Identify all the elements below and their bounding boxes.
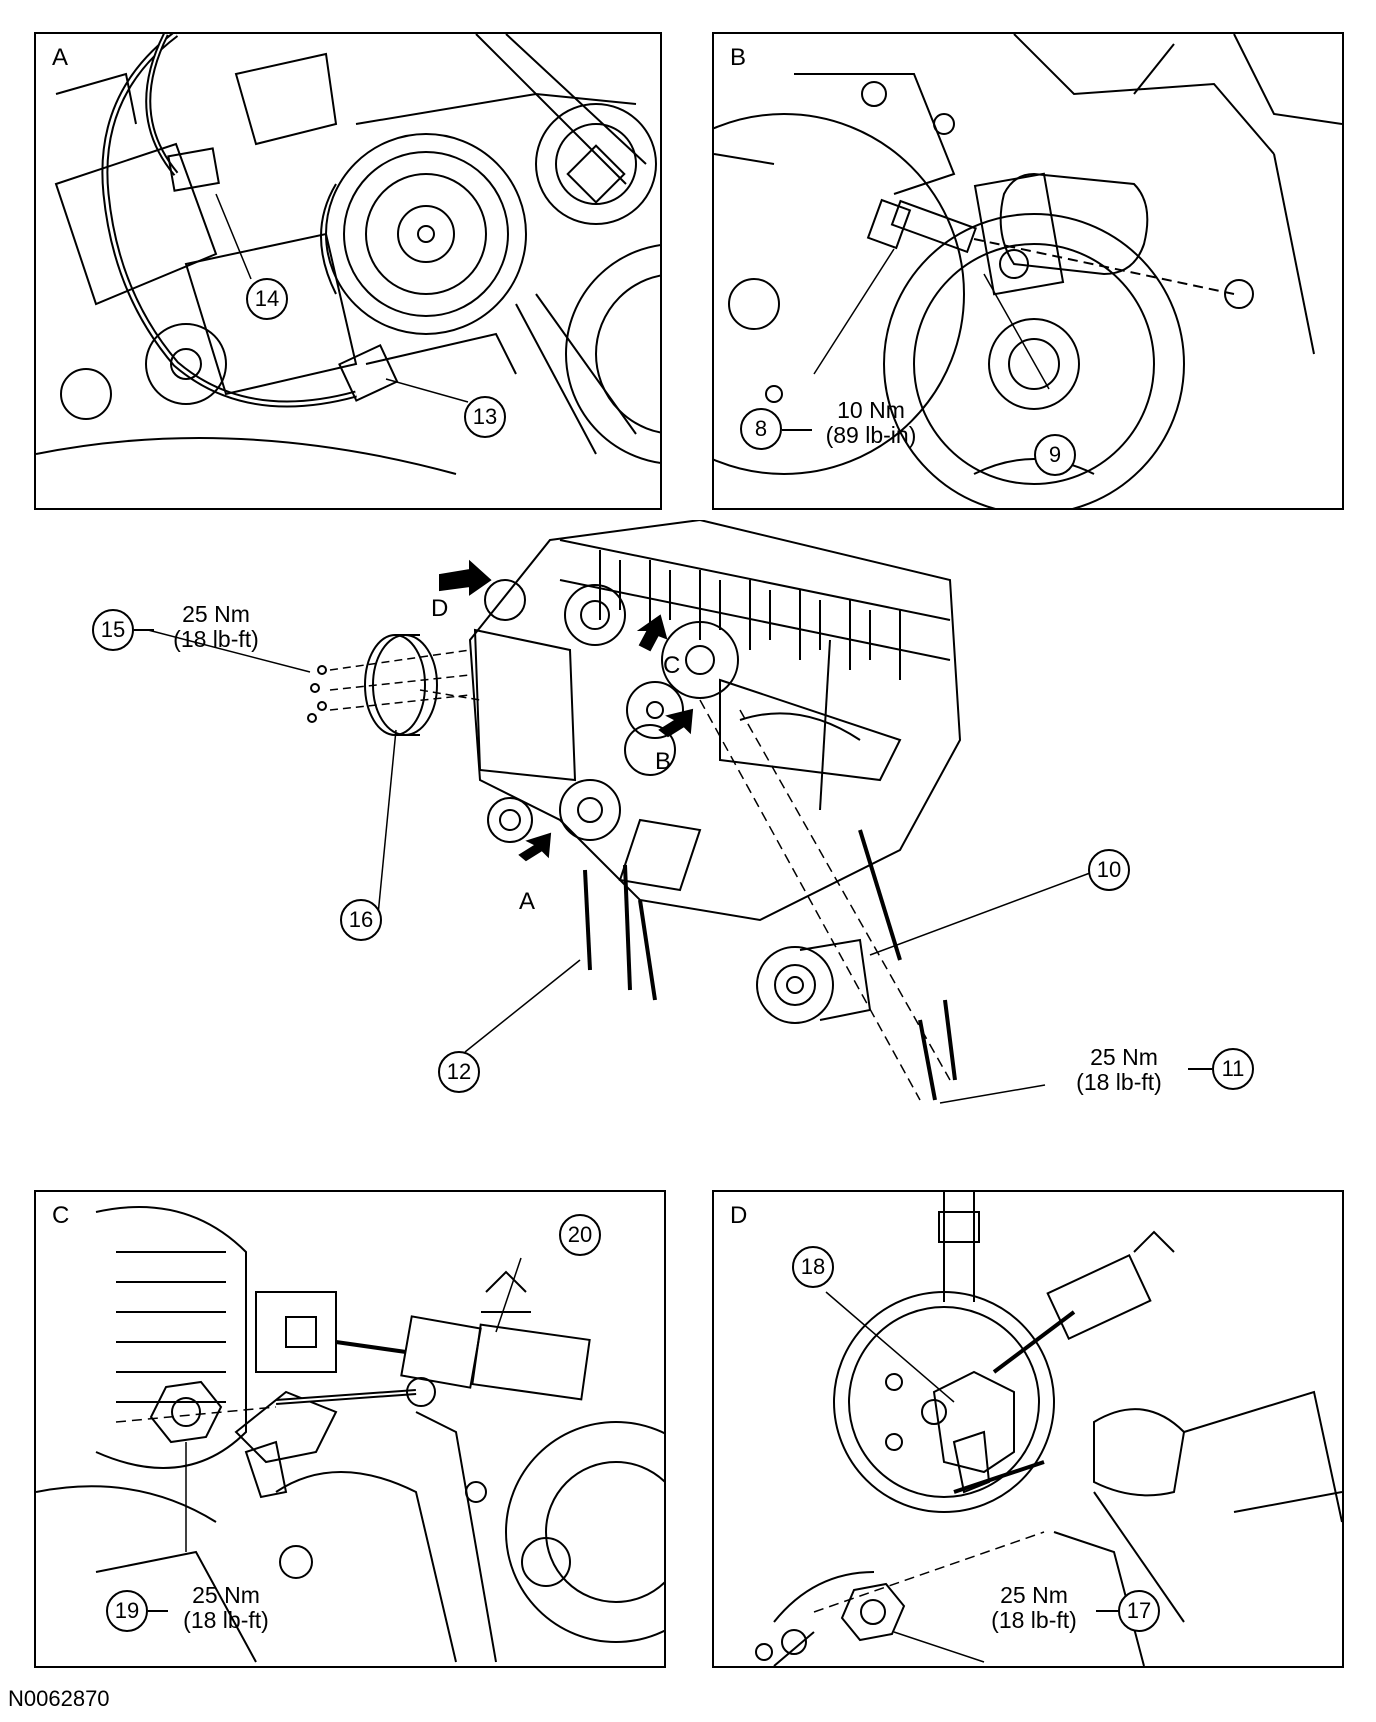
callout-12: 12 bbox=[438, 1051, 480, 1093]
panel-d-line-art bbox=[755, 1192, 1342, 1666]
document-code: N0062870 bbox=[8, 1686, 110, 1711]
callout-20: 20 bbox=[559, 1214, 601, 1256]
panel-d-letter: D bbox=[730, 1202, 748, 1229]
callout-11-leader bbox=[1188, 1068, 1212, 1070]
callout-13: 13 bbox=[464, 396, 506, 438]
callout-17-leader bbox=[1096, 1610, 1120, 1612]
callout-10: 10 bbox=[1088, 849, 1130, 891]
callout-17: 17 bbox=[1118, 1590, 1160, 1632]
panel-b-line-art bbox=[714, 34, 1342, 508]
torque-11-lbft: (18 lb-ft) bbox=[1076, 1069, 1162, 1095]
torque-15-lbft: (18 lb-ft) bbox=[173, 626, 259, 652]
view-arrow-b-label: B bbox=[655, 748, 672, 775]
view-arrow-d-label: D bbox=[431, 595, 449, 622]
callout-18: 18 bbox=[792, 1246, 834, 1288]
torque-8-lbin: (89 lb-in) bbox=[825, 422, 917, 448]
callout-8: 8 bbox=[740, 408, 782, 450]
torque-19-nm: 25 Nm bbox=[192, 1582, 260, 1608]
panel-a-line-art bbox=[36, 34, 660, 475]
callout-19-leader bbox=[148, 1610, 168, 1612]
view-arrow-c-label: C bbox=[663, 652, 681, 679]
panel-c-letter: C bbox=[52, 1202, 70, 1229]
engine-assembly-line-art bbox=[147, 520, 1099, 1104]
callout-9: 9 bbox=[1034, 434, 1076, 476]
callout-19: 19 bbox=[106, 1590, 148, 1632]
detail-panel-d: D 18 25 Nm (18 lb-ft) 17 bbox=[712, 1190, 1344, 1668]
panel-b-letter: B bbox=[730, 44, 747, 71]
detail-panel-b: B 8 10 Nm (89 lb-in) 9 bbox=[712, 32, 1344, 510]
torque-19-lbft: (18 lb-ft) bbox=[183, 1607, 269, 1633]
view-arrow-a-label: A bbox=[519, 888, 536, 915]
torque-15-nm: 25 Nm bbox=[182, 601, 250, 627]
torque-17-lbft: (18 lb-ft) bbox=[991, 1607, 1077, 1633]
panel-a-letter: A bbox=[52, 44, 69, 71]
panel-c-line-art bbox=[36, 1206, 664, 1663]
callout-15-leader bbox=[134, 629, 154, 631]
callout-8-leader bbox=[782, 429, 812, 431]
callout-16: 16 bbox=[340, 899, 382, 941]
detail-panel-a: A 14 13 bbox=[34, 32, 662, 510]
callout-11: 11 bbox=[1212, 1048, 1254, 1090]
torque-8-nm: 10 Nm bbox=[837, 397, 905, 423]
callout-15: 15 bbox=[92, 609, 134, 651]
callout-14: 14 bbox=[246, 278, 288, 320]
torque-11-nm: 25 Nm bbox=[1090, 1044, 1158, 1070]
detail-panel-c: C 20 19 25 Nm (18 lb-ft) bbox=[34, 1190, 666, 1668]
torque-17-nm: 25 Nm bbox=[1000, 1582, 1068, 1608]
